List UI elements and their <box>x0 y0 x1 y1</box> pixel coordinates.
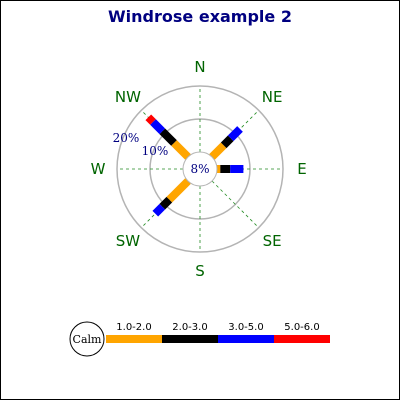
direction-label-sw: SW <box>116 232 141 250</box>
ring-label-20: 20% <box>113 131 140 145</box>
chart-title: Windrose example 2 <box>108 7 292 26</box>
data-bars <box>145 114 244 217</box>
direction-label-n: N <box>194 58 205 76</box>
bar-nw-3.0-5.0 <box>150 119 166 135</box>
spoke-sw <box>141 180 189 228</box>
legend-label-5.0-6.0: 5.0-6.0 <box>284 322 319 333</box>
spoke-se <box>211 180 259 228</box>
calm-circle <box>182 151 218 187</box>
bar-nw-2.0-3.0 <box>159 128 177 146</box>
legend-swatch-1.0-2.0 <box>106 335 162 343</box>
bar-sw-3.0-5.0 <box>152 203 166 217</box>
direction-label-se: SE <box>263 232 282 250</box>
grid-layer <box>116 85 284 253</box>
calm-value-label: 8% <box>190 162 209 176</box>
bar-sw-2.0-3.0 <box>159 196 173 210</box>
bar-nw-5.0-6.0 <box>145 114 156 125</box>
bar-nw-1.0-2.0 <box>171 140 191 160</box>
legend-swatch-5.0-6.0 <box>274 335 330 343</box>
direction-label-e: E <box>297 160 306 178</box>
direction-labels: N NE E SE S SW W NW <box>91 58 307 280</box>
grid-circle-2 <box>116 85 284 253</box>
legend-label-2.0-3.0: 2.0-3.0 <box>172 322 207 333</box>
direction-label-ne: NE <box>262 88 283 106</box>
bar-ne-3.0-5.0 <box>227 126 243 142</box>
legend-label-1.0-2.0: 1.0-2.0 <box>116 322 151 333</box>
legend-swatch-3.0-5.0 <box>218 335 274 343</box>
legend-label-3.0-5.0: 3.0-5.0 <box>228 322 263 333</box>
legend-swatch-2.0-3.0 <box>162 335 218 343</box>
legend: Calm 1.0-2.0 2.0-3.0 3.0-5.0 5.0-6.0 <box>69 321 330 357</box>
legend-calm-label: Calm <box>73 333 102 346</box>
direction-label-nw: NW <box>115 88 141 106</box>
bar-ne-2.0-3.0 <box>220 135 234 149</box>
bar-ne-1.0-2.0 <box>209 142 227 160</box>
legend-calm-circle <box>69 321 105 357</box>
direction-label-s: S <box>195 262 205 280</box>
direction-label-w: W <box>91 160 106 178</box>
ring-label-10: 10% <box>142 144 169 158</box>
bar-sw-1.0-2.0 <box>166 178 191 203</box>
